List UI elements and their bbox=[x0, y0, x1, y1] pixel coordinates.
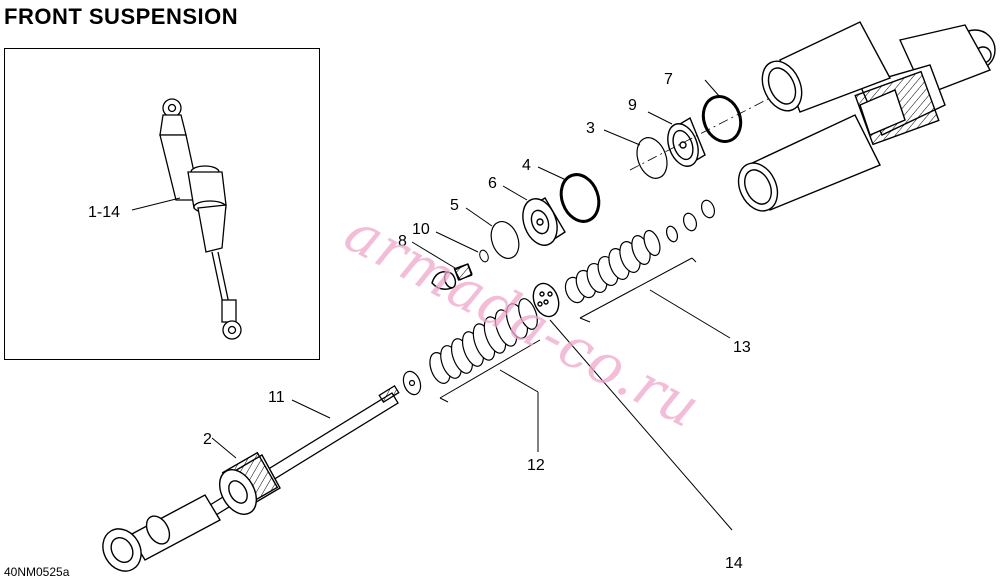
callout-3: 3 bbox=[586, 120, 595, 137]
part-14-main-piston bbox=[532, 282, 560, 318]
body-sleeve-lower bbox=[737, 114, 881, 212]
callout-13: 13 bbox=[733, 339, 751, 356]
assembly-overview-inset bbox=[4, 48, 320, 360]
lower-eyelet bbox=[102, 494, 221, 572]
leader-line-1-14 bbox=[131, 197, 181, 211]
callout-8: 8 bbox=[398, 233, 407, 250]
callout-10: 10 bbox=[412, 221, 430, 238]
part-8-nut bbox=[453, 263, 473, 281]
reservoir-sleeve-upper bbox=[761, 21, 891, 113]
shock-body bbox=[854, 24, 996, 146]
bump-stop-cap bbox=[431, 271, 457, 290]
inset-shock-assembly bbox=[159, 98, 242, 340]
part-13-shim-stack bbox=[564, 199, 716, 304]
part-9-cap bbox=[667, 116, 706, 167]
callout-14: 14 bbox=[725, 555, 743, 572]
part-2-seal-head bbox=[218, 451, 281, 515]
callout-7: 7 bbox=[664, 71, 673, 88]
part-4-o-ring bbox=[559, 173, 601, 223]
part-5-washer bbox=[490, 221, 520, 259]
callout-9: 9 bbox=[628, 97, 637, 114]
page-title: FRONT SUSPENSION bbox=[4, 4, 239, 29]
callout-2: 2 bbox=[203, 431, 212, 448]
callout-6: 6 bbox=[488, 175, 497, 192]
part-6-piston bbox=[522, 197, 566, 246]
part-12-shim-stack bbox=[402, 298, 538, 396]
callout-11: 11 bbox=[268, 389, 285, 406]
part-7-o-ring bbox=[701, 95, 743, 143]
part-10-washer bbox=[479, 249, 489, 263]
callout-5: 5 bbox=[450, 197, 459, 214]
callout-4: 4 bbox=[522, 157, 531, 174]
figure-code: 40NM0525a bbox=[4, 565, 70, 579]
callout-12: 12 bbox=[527, 457, 545, 474]
callout-1-14: 1-14 bbox=[88, 204, 120, 221]
part-3-washer bbox=[636, 137, 668, 179]
